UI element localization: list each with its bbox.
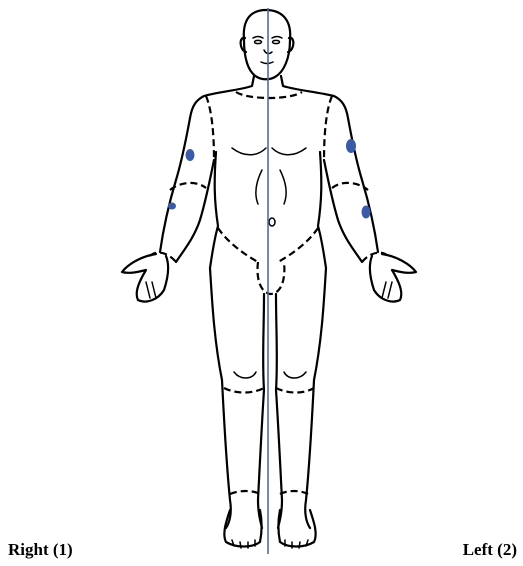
marker-left-upper-arm	[346, 139, 356, 153]
markers	[168, 139, 371, 219]
feet	[224, 510, 315, 548]
left-side-label: Left (2)	[463, 540, 517, 560]
torso	[190, 76, 348, 294]
right-side-label: Right (1)	[8, 540, 73, 560]
marker-left-forearm	[362, 206, 371, 219]
head	[241, 10, 294, 79]
marker-right-upper-arm	[186, 149, 195, 161]
right-arm	[122, 118, 214, 302]
marker-right-forearm	[168, 203, 176, 210]
